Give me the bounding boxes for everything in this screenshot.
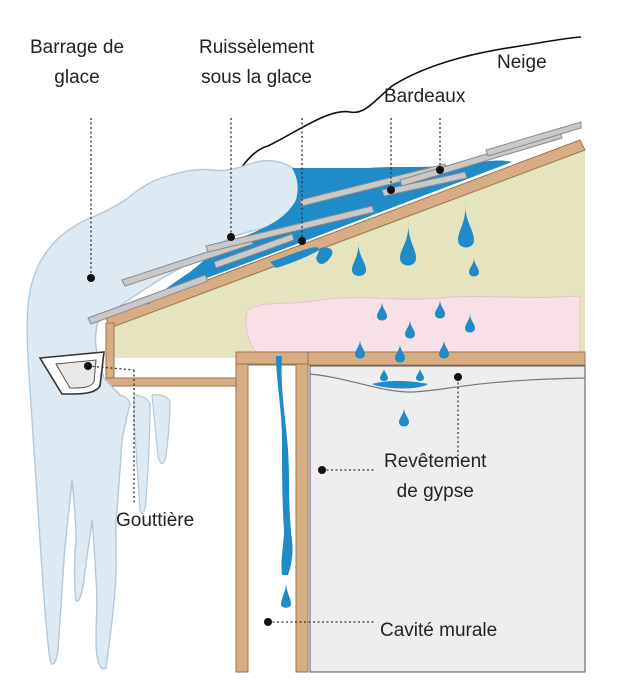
drip — [416, 368, 424, 381]
pooled-water — [148, 160, 512, 305]
label-shingles: Bardeaux — [384, 86, 466, 107]
label-drywall-line-1: Revêtement — [384, 451, 487, 472]
dot-drywall-ceiling — [454, 373, 462, 381]
top-plate — [235, 351, 309, 365]
drip — [399, 408, 409, 427]
label-runoff: Ruissèlement sous la glace — [199, 33, 314, 93]
ice-dam-mass — [26, 159, 300, 670]
label-wall-cavity: Cavité murale — [380, 620, 498, 641]
label-gutter: Gouttière — [116, 510, 195, 531]
label-runoff-line-1: Ruissèlement — [199, 37, 315, 58]
leader-gutter-h — [87, 365, 135, 371]
drip — [377, 302, 387, 321]
leader-dots — [84, 166, 462, 626]
dot-runoff-1 — [227, 233, 235, 241]
label-ice-dam-line-1: Barrage de — [30, 37, 125, 58]
dot-drywall-wall — [318, 466, 326, 474]
drip — [458, 202, 474, 248]
icicle-2 — [151, 394, 171, 465]
fascia-board — [105, 322, 115, 386]
snow-outline — [227, 36, 582, 191]
drip — [352, 240, 366, 276]
drip — [355, 340, 365, 359]
drip — [435, 300, 445, 319]
dot-shingle-1 — [387, 186, 395, 194]
label-drywall: Revêtement de gypse — [384, 447, 486, 507]
ceiling-puddle — [372, 381, 428, 389]
label-drywall-line-2: de gypse — [396, 481, 474, 502]
wall-water-stream — [276, 356, 293, 575]
label-ice-dam-line-2: glace — [54, 67, 100, 88]
shingle-2 — [121, 237, 254, 287]
drip — [469, 258, 479, 277]
soffit-board — [105, 377, 245, 387]
dot-runoff-2 — [298, 237, 306, 245]
drip — [395, 344, 405, 363]
drip — [405, 320, 415, 339]
drywall-panel — [309, 365, 586, 673]
label-runoff-line-2: sous la glace — [201, 67, 312, 88]
dot-shingle-2 — [436, 166, 444, 174]
label-snow: Neige — [497, 52, 547, 73]
shingles — [87, 121, 582, 325]
roof-drips — [270, 202, 479, 427]
drip — [380, 368, 388, 381]
icicle-1 — [133, 394, 151, 515]
wall-stud-right — [295, 351, 309, 673]
shingle-4 — [205, 205, 375, 253]
label-ice-dam: Barrage de glace — [30, 33, 124, 93]
shingle-3 — [213, 233, 295, 269]
dot-cavity — [264, 618, 272, 626]
ceiling-sag — [309, 373, 586, 393]
leaders — [87, 118, 459, 623]
dot-gutter — [84, 362, 92, 370]
dot-ice-dam — [87, 274, 95, 282]
wall-water-drop — [281, 582, 291, 608]
insulation-batt — [245, 295, 581, 353]
drip — [439, 340, 449, 359]
drip — [465, 314, 475, 333]
drip-streak — [270, 247, 319, 268]
shingle-1 — [87, 274, 209, 325]
shingle-8 — [485, 121, 582, 157]
wall-stud-left — [235, 351, 249, 673]
shingle-6 — [381, 171, 468, 197]
drip-streak — [316, 247, 333, 264]
drip — [400, 220, 416, 266]
